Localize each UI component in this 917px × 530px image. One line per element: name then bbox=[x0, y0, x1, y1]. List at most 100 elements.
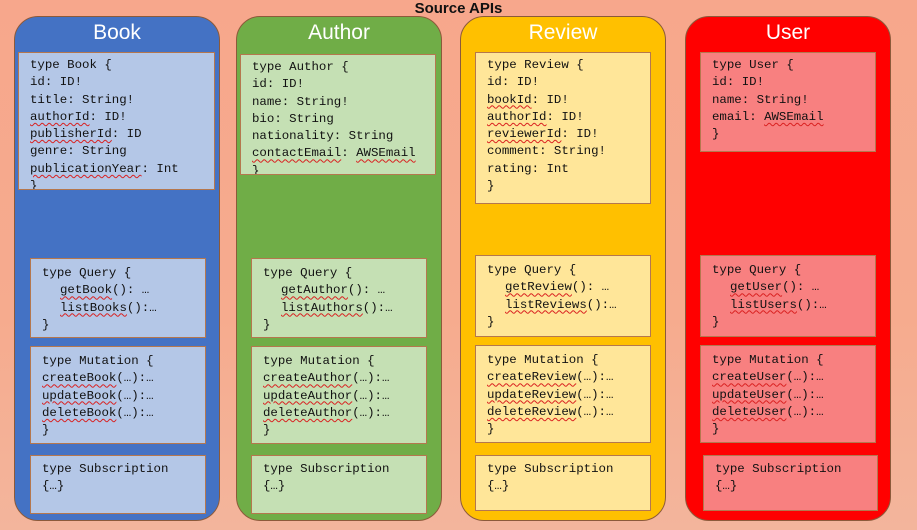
field-name: name bbox=[252, 94, 282, 109]
field-name: bio bbox=[252, 111, 275, 126]
subscription-body: {…} bbox=[42, 479, 65, 494]
field-type: : ID! bbox=[546, 109, 584, 124]
field-type: : ID! bbox=[531, 92, 569, 107]
operation-signature: (…):… bbox=[576, 404, 614, 419]
mutation-operation: deleteReview(…):… bbox=[487, 404, 650, 421]
operation-signature: (…):… bbox=[352, 388, 390, 403]
query-operation: listUsers():… bbox=[712, 297, 875, 314]
operation-signature: ():… bbox=[796, 297, 827, 312]
field-type: : ID! bbox=[44, 75, 83, 90]
mutation-operation: updateUser(…):… bbox=[712, 387, 875, 404]
field-rating: rating: Int bbox=[487, 161, 650, 178]
field-type: : Int bbox=[141, 161, 179, 176]
operation-signature: (): … bbox=[112, 283, 150, 298]
field-publisherId: publisherId: ID bbox=[30, 126, 214, 143]
operation-signature: ():… bbox=[362, 300, 393, 315]
mutation-operation: updateBook(…):… bbox=[42, 388, 205, 405]
operation-name: listAuthors bbox=[281, 300, 363, 315]
type-close: } bbox=[30, 179, 38, 190]
operation-name: updateBook bbox=[42, 388, 117, 403]
operation-name: getAuthor bbox=[281, 283, 348, 298]
subscription-header: type Subscription bbox=[42, 462, 169, 476]
field-type: : ID! bbox=[726, 75, 765, 90]
query-operation: getUser(): … bbox=[712, 279, 875, 296]
operation-signature: (…):… bbox=[116, 371, 154, 386]
operation-name: createUser bbox=[712, 370, 787, 385]
query-operation: listReviews():… bbox=[487, 297, 650, 314]
type-close: } bbox=[487, 179, 495, 194]
operation-name: deleteUser bbox=[712, 404, 787, 419]
field-contactEmail: contactEmail: AWSEmail bbox=[252, 145, 435, 162]
field-type: : bbox=[341, 146, 357, 161]
mutation-operation: createAuthor(…):… bbox=[263, 370, 426, 387]
query-operation: listBooks():… bbox=[42, 300, 205, 317]
mutation-type-user: type Mutation {createUser(…):…updateUser… bbox=[700, 345, 876, 443]
type-header: type User { bbox=[712, 58, 794, 72]
mutation-operation: createBook(…):… bbox=[42, 370, 205, 387]
field-id: id: ID! bbox=[712, 74, 875, 91]
field-email: email: AWSEmail bbox=[712, 109, 875, 126]
operation-signature: ():… bbox=[126, 300, 157, 315]
operation-name: createReview bbox=[487, 370, 577, 385]
mutation-close: } bbox=[263, 423, 271, 438]
field-genre: genre: String bbox=[30, 143, 214, 160]
subscription-body: {…} bbox=[263, 479, 286, 494]
operation-name: updateAuthor bbox=[263, 388, 353, 403]
field-id: id: ID! bbox=[252, 76, 435, 93]
field-reviewerId: reviewerId: ID! bbox=[487, 126, 650, 143]
query-close: } bbox=[487, 314, 495, 329]
operation-name: getReview bbox=[505, 280, 572, 295]
query-operation: listAuthors():… bbox=[263, 300, 426, 317]
operation-name: listUsers bbox=[730, 297, 797, 312]
query-type-review: type Query {getReview(): …listReviews():… bbox=[475, 255, 651, 337]
type-definition-user: type User {id: ID!name: String!email: AW… bbox=[700, 52, 876, 152]
field-id: id: ID! bbox=[487, 74, 650, 91]
query-close: } bbox=[712, 314, 720, 329]
field-type: : bbox=[749, 109, 765, 124]
subscription-header: type Subscription bbox=[487, 462, 614, 476]
type-header: type Review { bbox=[487, 58, 584, 72]
subscription-body: {…} bbox=[487, 479, 510, 494]
operation-signature: (…):… bbox=[786, 370, 824, 385]
operation-signature: (): … bbox=[347, 283, 386, 298]
mutation-close: } bbox=[42, 423, 50, 438]
mutation-type-book: type Mutation {createBook(…):…updateBook… bbox=[30, 346, 206, 444]
field-name: reviewerId bbox=[487, 127, 562, 142]
field-type: : String! bbox=[67, 92, 135, 107]
field-name: authorId bbox=[30, 109, 90, 124]
diagram-title: Source APIs bbox=[414, 0, 503, 17]
column-title-author: Author bbox=[308, 21, 370, 44]
operation-name: deleteAuthor bbox=[263, 405, 353, 420]
mutation-header: type Mutation { bbox=[487, 353, 599, 367]
mutation-operation: deleteUser(…):… bbox=[712, 404, 875, 421]
operation-signature: (…):… bbox=[786, 404, 824, 419]
query-operation: getReview(): … bbox=[487, 279, 650, 296]
field-name: bookId bbox=[487, 92, 532, 107]
field-type: : String! bbox=[741, 92, 809, 107]
field-type: : ID! bbox=[89, 109, 127, 124]
operation-name: deleteReview bbox=[487, 404, 577, 419]
field-type: : String bbox=[333, 129, 394, 144]
mutation-operation: deleteAuthor(…):… bbox=[263, 405, 426, 422]
field-name: publicationYear bbox=[30, 161, 142, 176]
query-operation: getBook(): … bbox=[42, 282, 205, 299]
field-name: name: String! bbox=[252, 94, 435, 111]
field-name: id bbox=[252, 77, 267, 92]
field-name: contactEmail bbox=[252, 146, 342, 161]
query-close: } bbox=[263, 317, 271, 332]
operation-signature: (…):… bbox=[116, 388, 154, 403]
field-name: id bbox=[487, 75, 502, 90]
query-header: type Query { bbox=[263, 266, 353, 280]
operation-name: listReviews bbox=[505, 297, 587, 312]
field-type: : String bbox=[67, 144, 127, 159]
operation-name: getUser bbox=[730, 280, 783, 295]
field-name: email bbox=[712, 109, 750, 124]
field-type: : String! bbox=[539, 144, 606, 159]
field-type: : String bbox=[274, 111, 334, 126]
field-publicationYear: publicationYear: Int bbox=[30, 161, 214, 178]
field-id: id: ID! bbox=[30, 74, 214, 91]
mutation-operation: updateReview(…):… bbox=[487, 387, 650, 404]
mutation-header: type Mutation { bbox=[263, 354, 375, 368]
mutation-close: } bbox=[487, 422, 495, 437]
operation-signature: (…):… bbox=[786, 387, 824, 402]
